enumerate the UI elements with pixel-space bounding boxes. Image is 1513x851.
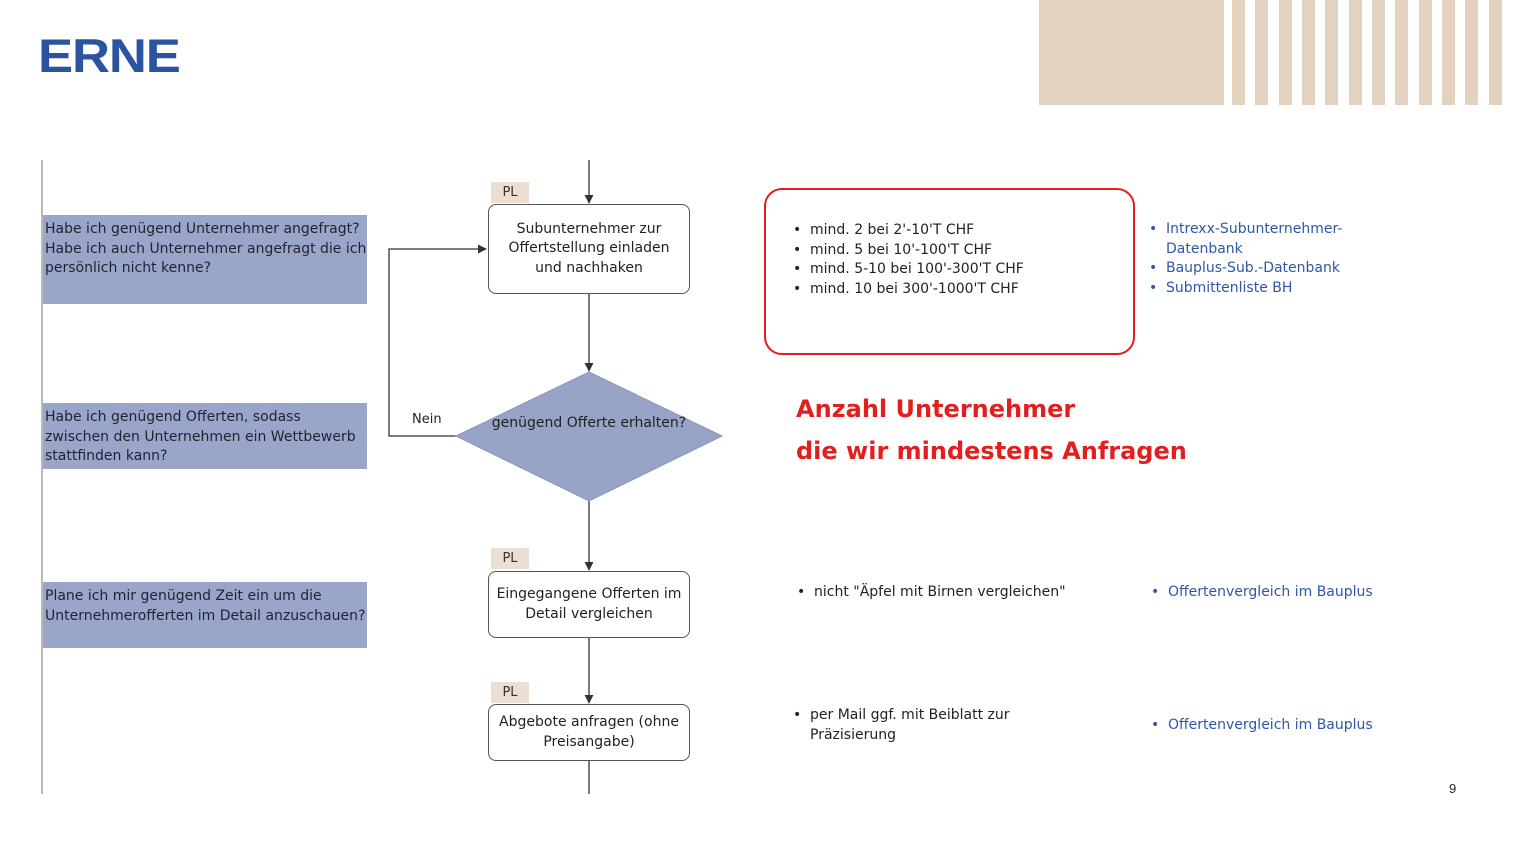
- header-decoration-stripe: [1349, 0, 1362, 105]
- tool-link[interactable]: Bauplus-Sub.-Datenbank: [1146, 259, 1376, 279]
- header-decoration-stripe: [1372, 0, 1385, 105]
- notes-step3: per Mail ggf. mit Beiblatt zur Präzisier…: [790, 706, 1050, 745]
- notes-step1: mind. 2 bei 2'-10'T CHF mind. 5 bei 10'-…: [790, 221, 1035, 299]
- tools-step3: Offertenvergleich im Bauplus: [1148, 716, 1428, 736]
- highlight-title: Anzahl Unternehmer die wir mindestens An…: [796, 388, 1187, 472]
- header-decoration-block: [1039, 0, 1224, 105]
- role-label-pl: PL: [491, 548, 529, 569]
- swimlane-border: [41, 160, 43, 794]
- notes-step2: nicht "Äpfel mit Birnen vergleichen": [794, 583, 1124, 603]
- tool-link[interactable]: Submittenliste BH: [1146, 279, 1376, 299]
- tools-step2: Offertenvergleich im Bauplus: [1148, 583, 1428, 603]
- process-invite-subcontractors: Subunternehmer zur Offertstellung einlad…: [488, 204, 690, 294]
- decision-diamond: [454, 371, 724, 502]
- header-decoration-stripe: [1325, 0, 1338, 105]
- note-item: mind. 2 bei 2'-10'T CHF: [790, 221, 1035, 241]
- header-decoration-stripe: [1279, 0, 1292, 105]
- tool-link[interactable]: Intrexx-Subunternehmer-Datenbank: [1146, 220, 1376, 259]
- highlight-box: [764, 188, 1135, 355]
- header-decoration-stripe: [1489, 0, 1502, 105]
- erne-logo: ERNE: [38, 29, 181, 82]
- process-request-discounts: Abgebote anfragen (ohne Preisangabe): [488, 704, 690, 761]
- question-box-3: Plane ich mir genügend Zeit ein um die U…: [43, 582, 367, 648]
- header-decoration-stripe: [1232, 0, 1245, 105]
- note-item: per Mail ggf. mit Beiblatt zur Präzisier…: [790, 706, 1050, 745]
- role-label-pl: PL: [491, 182, 529, 203]
- header-decoration-stripe: [1465, 0, 1478, 105]
- role-label-pl: PL: [491, 682, 529, 703]
- note-item: nicht "Äpfel mit Birnen vergleichen": [794, 583, 1124, 603]
- question-box-1: Habe ich genügend Unternehmer angefragt?…: [43, 215, 367, 304]
- connector-no-loop: [388, 244, 487, 437]
- note-item: mind. 10 bei 300'-1000'T CHF: [790, 280, 1035, 300]
- note-item: mind. 5 bei 10'-100'T CHF: [790, 241, 1035, 261]
- tools-step1: Intrexx-Subunternehmer-Datenbank Bauplus…: [1146, 220, 1376, 298]
- highlight-title-line2: die wir mindestens Anfragen: [796, 437, 1187, 465]
- process-compare-offers: Eingegangene Offerten im Detail vergleic…: [488, 571, 690, 638]
- question-box-2: Habe ich genügend Offerten, sodass zwisc…: [43, 403, 367, 469]
- header-decoration-stripe: [1419, 0, 1432, 105]
- header-decoration-stripe: [1302, 0, 1315, 105]
- highlight-title-line1: Anzahl Unternehmer: [796, 395, 1076, 423]
- page-number: 9: [1449, 781, 1457, 796]
- note-item: mind. 5-10 bei 100'-300'T CHF: [790, 260, 1035, 280]
- no-branch-label: Nein: [412, 412, 442, 427]
- tool-link[interactable]: Offertenvergleich im Bauplus: [1148, 583, 1428, 603]
- header-decoration-stripe: [1255, 0, 1268, 105]
- tool-link[interactable]: Offertenvergleich im Bauplus: [1148, 716, 1428, 736]
- decision-label: genügend Offerte erhalten?: [491, 415, 687, 431]
- header-decoration-stripe: [1442, 0, 1455, 105]
- header-decoration-stripe: [1395, 0, 1408, 105]
